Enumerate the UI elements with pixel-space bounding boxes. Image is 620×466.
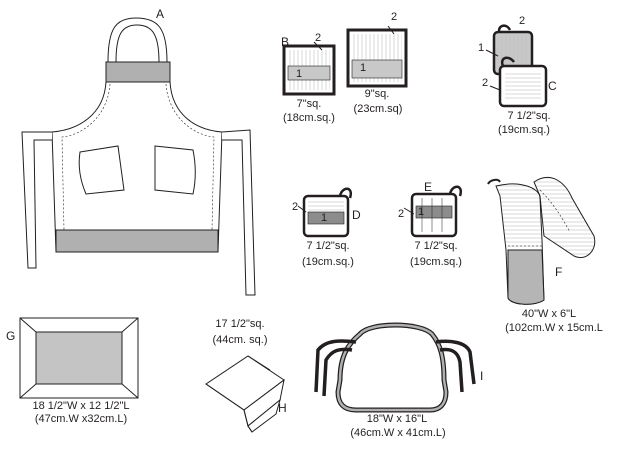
bib-i <box>314 322 476 413</box>
pad-b-small <box>282 41 336 96</box>
size-d-imperial: 7 1/2"sq. <box>306 240 350 252</box>
apron-body <box>51 81 223 253</box>
potholder-e <box>403 185 463 238</box>
num-e-2: 2 <box>398 208 405 220</box>
tag-e: E <box>424 180 433 194</box>
num-c-1: 1 <box>478 42 485 54</box>
num-d-1: 1 <box>321 212 328 224</box>
num-b-large-1: 1 <box>360 62 367 74</box>
num-b-small-2: 2 <box>315 32 322 44</box>
mat-g <box>19 317 139 399</box>
tag-g: G <box>6 329 16 343</box>
tag-a: A <box>156 7 165 21</box>
tag-b: B <box>281 35 290 49</box>
num-b-large-2: 2 <box>391 11 398 23</box>
tag-c: C <box>548 79 557 93</box>
size-i-imperial: 18"W x 16"L <box>366 413 428 425</box>
tag-d: D <box>352 208 361 222</box>
num-d-2: 2 <box>292 201 299 213</box>
apron-right-tie <box>221 129 256 296</box>
potholder-d <box>297 187 353 238</box>
size-e-metric: (19cm.sq.) <box>410 256 462 268</box>
size-f-imperial: 40"W x 6"L <box>521 308 577 320</box>
size-f-metric: (102cm.W x 15cm.L <box>505 322 603 334</box>
oven-mitt-f <box>487 176 596 305</box>
size-g-metric: (47cm.W x32cm.L) <box>34 413 128 425</box>
apron-right-pocket <box>154 145 196 195</box>
apron-bottom-band <box>55 229 219 253</box>
tag-i: I <box>480 369 484 383</box>
num-e-1: 1 <box>418 206 425 218</box>
tag-h: H <box>278 401 287 415</box>
size-c-metric: (19cm.sq.) <box>498 124 550 136</box>
num-b-small-1: 1 <box>296 68 303 80</box>
pad-b-large <box>346 25 408 88</box>
apron-a <box>21 17 256 296</box>
size-e-imperial: 7 1/2"sq. <box>414 240 458 252</box>
size-b-small-imperial: 7"sq. <box>296 98 322 110</box>
num-c-bottom-2: 2 <box>482 77 489 89</box>
size-h-imperial: 17 1/2"sq. <box>215 318 265 330</box>
size-b-large-imperial: 9"sq. <box>364 88 390 100</box>
size-c-imperial: 7 1/2"sq. <box>507 110 551 122</box>
apron-neck-strap <box>107 17 168 63</box>
apron-bib-band <box>105 61 171 83</box>
size-h-metric: (44cm. sq.) <box>212 334 268 346</box>
towel-h <box>205 355 285 433</box>
size-i-metric: (46cm.W x 41cm.L) <box>350 427 446 439</box>
size-d-metric: (19cm.sq.) <box>302 256 354 268</box>
size-b-large-metric: (23cm.sq) <box>353 103 403 115</box>
num-c-top-2: 2 <box>519 15 526 27</box>
tag-f: F <box>555 265 563 279</box>
potholder-c <box>485 24 548 108</box>
size-b-small-metric: (18cm.sq.) <box>283 112 335 124</box>
apron-left-tie <box>21 131 52 269</box>
size-g-imperial: 18 1/2"W x 12 1/2"L <box>32 400 130 412</box>
apron-left-pocket <box>78 145 125 195</box>
